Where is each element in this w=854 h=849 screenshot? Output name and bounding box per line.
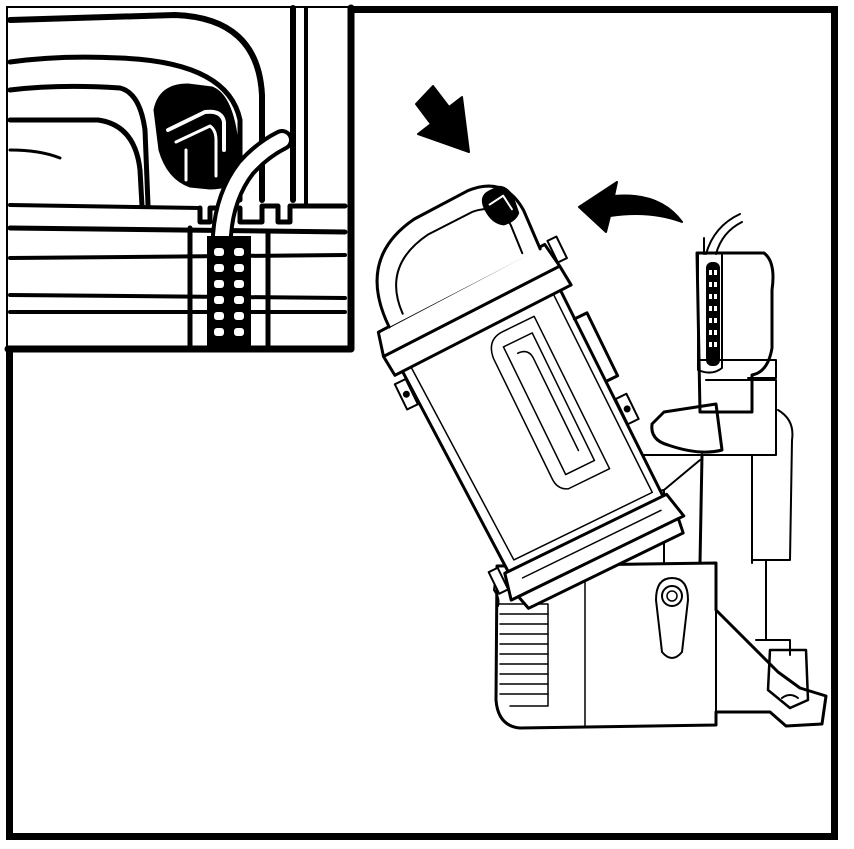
cord-clip-knob <box>153 83 240 190</box>
appliance-body <box>493 213 828 730</box>
curved-arrow-icon <box>578 181 683 233</box>
tank-latch-knob <box>481 185 520 226</box>
down-arrow-icon <box>415 85 470 153</box>
power-cord <box>207 129 293 346</box>
vent-grille <box>496 603 549 707</box>
detail-inset <box>4 4 355 353</box>
release-button <box>655 577 689 659</box>
water-tank <box>375 184 686 610</box>
